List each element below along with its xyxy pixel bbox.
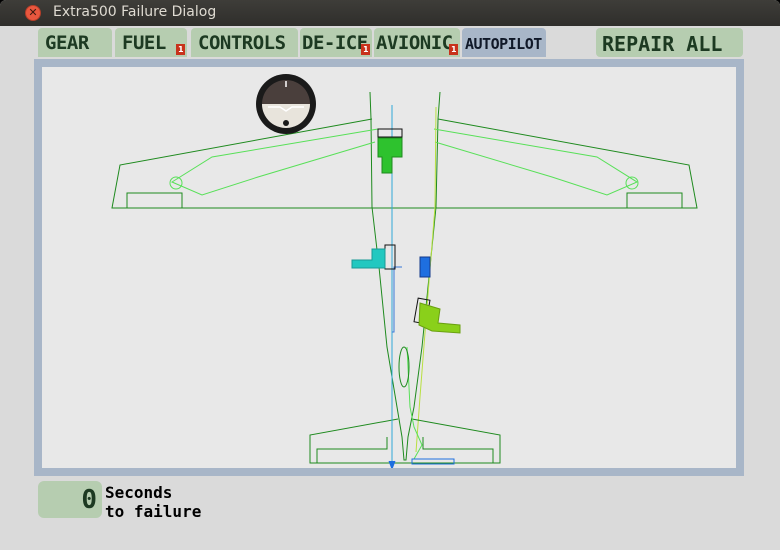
- tab-label: AUTOPILOT: [465, 35, 542, 53]
- aileron-cable: [170, 128, 639, 196]
- aileron-right: [626, 192, 683, 208]
- elevator-cable: [415, 106, 437, 453]
- title-bar: ✕ Extra500 Failure Dialog: [0, 0, 780, 26]
- tail-outline: [309, 418, 501, 464]
- tab-label: GEAR: [45, 32, 89, 54]
- servo-green-icon: [377, 128, 403, 174]
- failure-count-badge: 1: [449, 44, 458, 55]
- tab-label: DE-ICE: [302, 32, 368, 54]
- servo-cyan-icon: [351, 244, 396, 270]
- aircraft-diagram: [111, 74, 698, 468]
- aircraft-panel: [34, 59, 744, 476]
- computer-connection: [392, 266, 402, 333]
- failure-count-badge: 1: [176, 44, 185, 55]
- fuselage-spinner: [398, 346, 410, 388]
- tab-gear[interactable]: GEAR: [38, 28, 112, 57]
- failure-count-badge: 1: [361, 44, 370, 55]
- repair-all-button[interactable]: REPAIR ALL: [596, 28, 743, 57]
- tab-label: FUEL: [122, 32, 166, 54]
- attitude-indicator-icon: [256, 74, 316, 134]
- failure-timer-label: Seconds to failure: [105, 483, 202, 521]
- servo-lime-icon: [413, 297, 461, 334]
- tab-avionic[interactable]: AVIONIC 1: [374, 28, 460, 57]
- autopilot-arrow: [388, 460, 396, 468]
- tab-controls[interactable]: CONTROLS: [191, 28, 298, 57]
- aileron-left: [126, 192, 183, 208]
- autopilot-computer-icon: [419, 256, 431, 278]
- close-icon[interactable]: ✕: [25, 5, 41, 21]
- tab-label: CONTROLS: [198, 32, 286, 54]
- window-title: Extra500 Failure Dialog: [53, 4, 217, 20]
- pulley-left: [169, 176, 183, 190]
- elevator-right: [422, 437, 494, 463]
- rudder-cable: [406, 346, 423, 460]
- elevator-left: [316, 437, 388, 463]
- wing-outline: [111, 118, 698, 209]
- trim-tab: [411, 458, 455, 465]
- aircraft-diagram-area: [42, 67, 736, 468]
- failure-timer-value: 0: [38, 481, 102, 518]
- tab-fuel[interactable]: FUEL 1: [115, 28, 187, 57]
- tab-label: AVIONIC: [376, 32, 453, 54]
- pulley-right: [625, 176, 639, 190]
- tab-de-ice[interactable]: DE-ICE 1: [300, 28, 372, 57]
- tab-autopilot[interactable]: AUTOPILOT: [462, 28, 546, 57]
